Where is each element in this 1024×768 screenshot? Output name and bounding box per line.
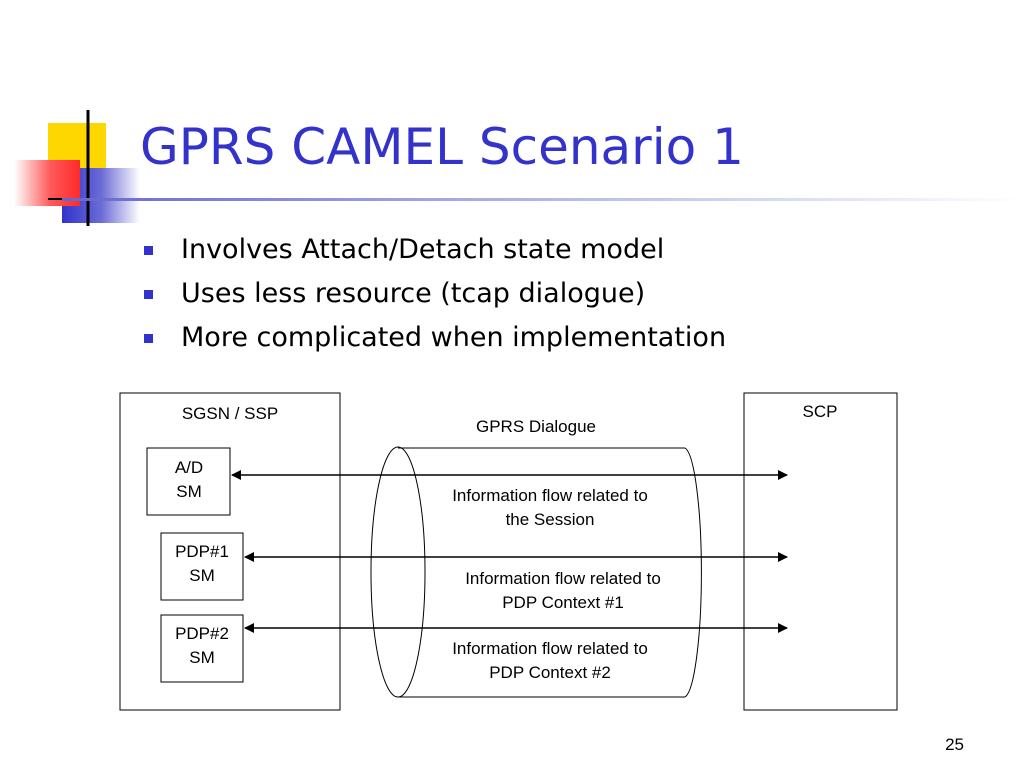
- pdp2-sm-label-line1: PDP#2: [175, 624, 229, 643]
- bullet-text: Involves Attach/Detach state model: [181, 234, 665, 265]
- decorative-logo: [14, 110, 140, 226]
- scp-box: [743, 392, 898, 711]
- session-flow-label-line2: the Session: [506, 510, 595, 529]
- pdp2-sm-box: [160, 614, 244, 683]
- bullet-icon: [144, 334, 153, 343]
- bullet-icon: [144, 290, 153, 299]
- pdp1-sm-label-line1: PDP#1: [175, 542, 229, 561]
- bullet-text: Uses less resource (tcap dialogue): [181, 278, 646, 309]
- scp-label: SCP: [803, 402, 838, 421]
- bullet-text: More complicated when implementation: [181, 322, 727, 353]
- pdp1-sm-label-line2: SM: [189, 566, 215, 585]
- bullet-list: Involves Attach/Detach state model Uses …: [144, 230, 726, 362]
- slide-number: 25: [945, 735, 964, 754]
- pdp1-flow-label-line2: PDP Context #1: [502, 593, 624, 612]
- sgsn-ssp-label: SGSN / SSP: [182, 404, 278, 423]
- title-underline: [62, 198, 1024, 201]
- bullet-item: Involves Attach/Detach state model: [144, 230, 726, 274]
- ad-sm-label-line2: SM: [176, 482, 202, 501]
- pdp2-flow-label-line2: PDP Context #2: [489, 663, 611, 682]
- pdp2-flow-label-line1: Information flow related to: [452, 639, 648, 658]
- gprs-dialogue-tube: [370, 446, 702, 698]
- session-flow-label-line1: Information flow related to: [452, 486, 648, 505]
- ad-sm-label-line1: A/D: [175, 458, 203, 477]
- pdp1-sm-box: [160, 532, 244, 601]
- ad-sm-box: [146, 447, 231, 516]
- bullet-icon: [144, 246, 153, 255]
- bullet-item: More complicated when implementation: [144, 318, 726, 362]
- pdp1-flow-label-line1: Information flow related to: [465, 569, 661, 588]
- slide-title: GPRS CAMEL Scenario 1: [140, 118, 744, 176]
- gprs-dialogue-label: GPRS Dialogue: [476, 417, 596, 436]
- bullet-item: Uses less resource (tcap dialogue): [144, 274, 726, 318]
- pdp2-sm-label-line2: SM: [189, 648, 215, 667]
